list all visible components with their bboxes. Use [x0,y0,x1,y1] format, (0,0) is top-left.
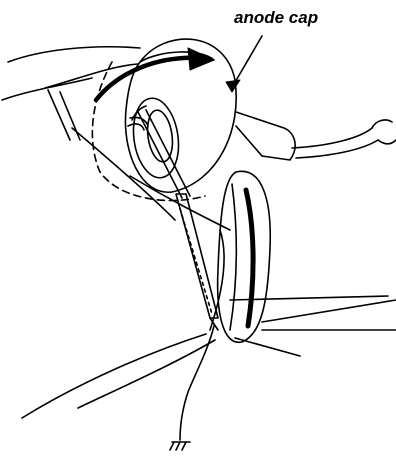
ground-wire [180,326,214,440]
ground-symbol-icon [170,442,190,450]
anode-cap-shape [125,39,236,192]
anode-cap-label: anode cap [234,8,318,28]
screwdriver-handle [218,171,271,342]
label-leader-line [226,36,262,92]
picture-tube-outline [2,47,396,418]
high-voltage-lead [236,112,396,160]
